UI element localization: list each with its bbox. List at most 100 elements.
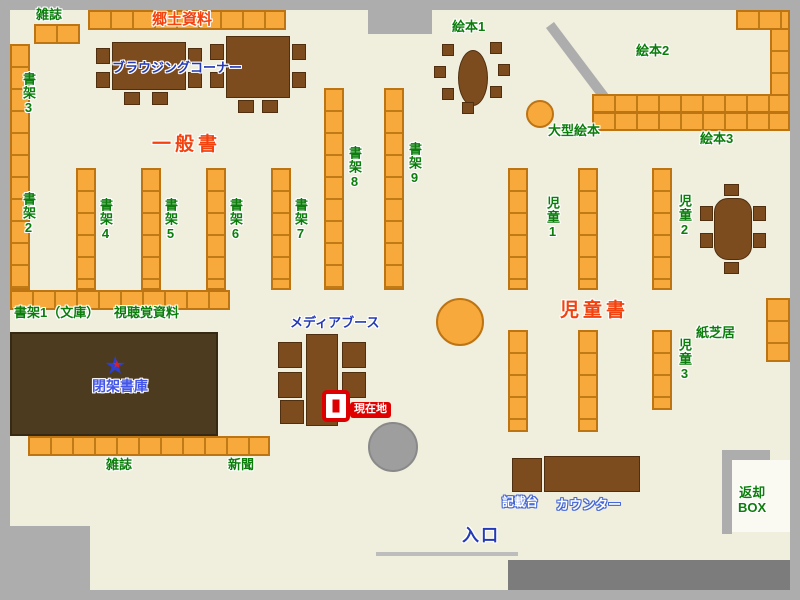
wall-top-tab: [368, 0, 432, 34]
label-shelf4: 書架4: [97, 198, 113, 242]
label-shelf1-bunko: 書架1（文庫）: [14, 305, 100, 320]
wall-bottom-left-block: [10, 526, 90, 590]
label-counter: カウンター: [556, 497, 622, 512]
shelf-topright-v: [770, 28, 790, 96]
label-closed-stacks: 閉架書庫: [92, 378, 148, 394]
media-booth-seat: [278, 372, 302, 398]
shelf-kamishibai: [766, 298, 790, 362]
shelf-4: [76, 168, 96, 290]
chair: [434, 66, 446, 78]
label-shelf8: 書架8: [346, 146, 362, 190]
shelf-jido-lower-a: [508, 330, 528, 432]
shelf-jido1-b: [578, 168, 598, 290]
round-table-center: [436, 298, 484, 346]
entrance-door-line: [376, 552, 518, 556]
chair: [462, 102, 474, 114]
shelf-6: [206, 168, 226, 290]
shelf-jido1-a: [508, 168, 528, 290]
return-room-wall-left: [722, 450, 732, 534]
chair: [292, 44, 306, 60]
shelf-9: [384, 88, 404, 290]
wall-right: [790, 0, 800, 600]
chair: [700, 206, 713, 221]
label-jido2: 児童2: [676, 194, 692, 238]
shelf-magazine-top: [34, 24, 80, 44]
label-jido1: 児童1: [544, 196, 560, 240]
media-booth-seat: [280, 400, 304, 424]
chair: [152, 92, 168, 105]
label-children-books: 児童書: [560, 300, 630, 321]
shelf-jido3: [652, 330, 672, 410]
label-browsing-corner: ブラウジングコーナー: [112, 60, 243, 75]
label-kamishibai: 紙芝居: [696, 325, 736, 340]
label-ehon1: 絵本1: [452, 19, 486, 34]
chair: [700, 233, 713, 248]
chair: [753, 206, 766, 221]
chair: [96, 48, 110, 64]
chair: [188, 48, 202, 64]
label-shelf9: 書架9: [406, 142, 422, 186]
label-magazine-top: 雑誌: [36, 7, 63, 22]
current-location-badge: 現在地: [350, 402, 391, 419]
shelf-local-materials: [88, 10, 286, 30]
chair: [724, 262, 739, 274]
kisaidai-desk: [512, 458, 542, 492]
shelf-jido-lower-b: [578, 330, 598, 432]
label-av-materials: 視聴覚資料: [114, 305, 180, 320]
browsing-table-1: [112, 42, 186, 90]
chair: [210, 72, 224, 88]
label-shelf2: 書架2: [20, 192, 36, 236]
chair: [210, 44, 224, 60]
wall-left: [0, 0, 10, 600]
wall-bottom: [0, 590, 800, 600]
shelf-topright-h: [736, 10, 790, 30]
chair: [442, 88, 454, 100]
current-location-mark: [332, 399, 340, 413]
label-general-books: 一般書: [152, 134, 222, 155]
chair: [490, 42, 502, 54]
chair: [490, 86, 502, 98]
closed-stacks-star-icon: ★ ★: [104, 352, 132, 380]
chair: [262, 100, 278, 113]
label-jido3: 児童3: [676, 338, 692, 382]
wall-bottom-right-block: [508, 560, 790, 590]
chair: [442, 44, 454, 56]
shelf-ehon-row-2: [592, 112, 790, 131]
star-outline-icon: ★: [104, 352, 127, 380]
chair: [753, 233, 766, 248]
current-location-booth: [322, 390, 350, 422]
browsing-table-2: [226, 36, 290, 98]
story-circle-table: [458, 50, 488, 106]
label-shelf7: 書架7: [292, 198, 308, 242]
shelf-bunko-av-row: [10, 290, 230, 310]
return-room-wall-top: [722, 450, 770, 460]
shelf-5: [141, 168, 161, 290]
shelf-ehon-row-1: [592, 94, 790, 113]
closed-stacks-area: [10, 332, 218, 436]
label-shelf6: 書架6: [227, 198, 243, 242]
label-entrance: 入口: [462, 526, 500, 545]
chair: [498, 64, 510, 76]
label-ehon3: 絵本3: [700, 131, 734, 146]
chair: [724, 184, 739, 196]
media-booth-seat: [278, 342, 302, 368]
chair: [124, 92, 140, 105]
chair: [238, 100, 254, 113]
label-ehon2: 絵本2: [636, 43, 670, 58]
label-shelf3: 書架3: [20, 72, 36, 116]
chair: [188, 72, 202, 88]
counter-desk: [544, 456, 640, 492]
pillar: [368, 422, 418, 472]
children-table: [714, 198, 752, 260]
label-return-box-line2: BOX: [738, 499, 767, 515]
large-picturebook-table: [526, 100, 554, 128]
label-newspaper: 新聞: [228, 457, 255, 472]
wall-diagonal: [546, 21, 610, 102]
media-booth-seat: [342, 342, 366, 368]
shelf-7: [271, 168, 291, 290]
chair: [96, 72, 110, 88]
shelf-left-wall: [10, 44, 30, 290]
return-room-floor: [732, 460, 790, 532]
star-center-icon: ★: [112, 359, 122, 371]
